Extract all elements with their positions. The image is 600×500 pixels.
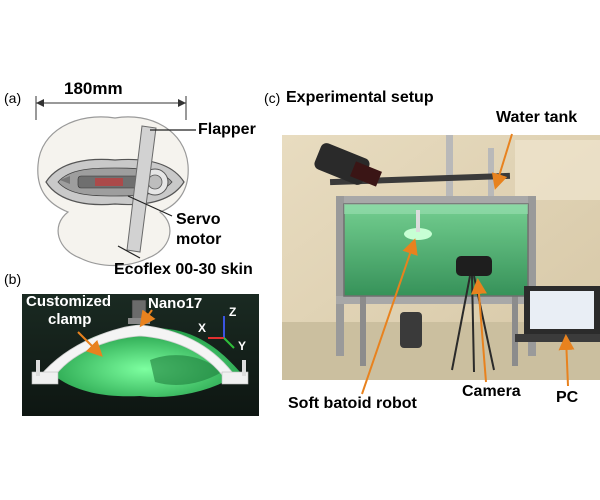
robot-in-tank [404, 228, 432, 240]
panel-c-photo [282, 133, 600, 395]
axis-x-label: X [198, 321, 207, 335]
clamp-label-line1: Customized [26, 293, 112, 310]
robot-label: Soft batoid robot [288, 395, 417, 412]
nano17-arrow [139, 309, 156, 328]
clamp-label-line2: clamp [48, 311, 92, 328]
panel-a-tag: (a) [4, 90, 22, 106]
skin-label: Ecoflex 00-30 skin [114, 261, 253, 278]
servo-label-line1: Servo [176, 211, 221, 228]
panel-a-diagram [35, 96, 196, 267]
flapper-rod [126, 125, 157, 253]
camera-label: Camera [462, 383, 521, 400]
panel-c-title: Experimental setup [286, 89, 434, 106]
pc-label: PC [556, 389, 579, 406]
camera-arrow [470, 278, 487, 383]
panel-b-tag: (b) [4, 271, 22, 287]
y-axis [223, 337, 235, 349]
panel-c-tag: (c) [264, 90, 281, 106]
pc-arrow [558, 334, 575, 387]
water-tank-label: Water tank [496, 109, 578, 126]
flapper-label: Flapper [198, 121, 256, 138]
axis-y-label: Y [238, 339, 247, 353]
dimension-label: 180mm [64, 79, 123, 98]
clamp-arrow [77, 331, 103, 357]
skin-leader [117, 245, 141, 259]
water-tank-arrow [491, 133, 513, 190]
servo-label-line2: motor [176, 231, 222, 248]
side-camera [456, 256, 492, 276]
servo-leader [127, 195, 173, 217]
nano17-label: Nano17 [148, 295, 203, 312]
robot-arrow [361, 238, 418, 395]
axis-z-label: Z [229, 305, 237, 319]
water-tank [343, 203, 529, 297]
panel-b-photo [22, 294, 259, 416]
